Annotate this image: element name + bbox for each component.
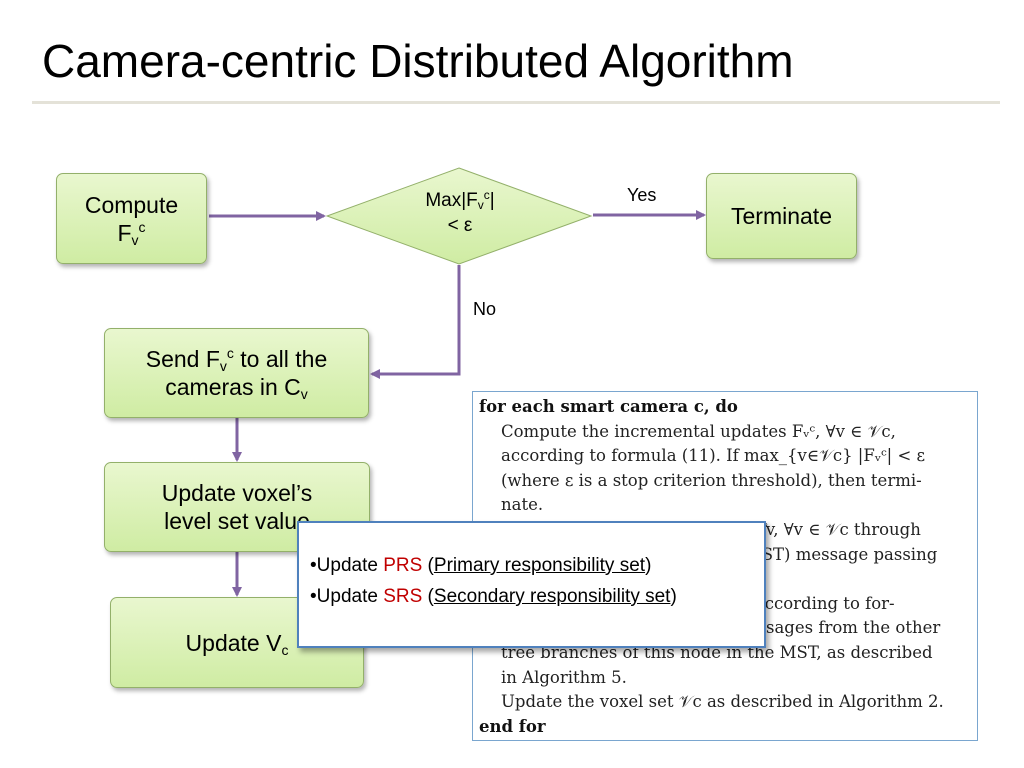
algorithm-line: for each smart camera c, do bbox=[479, 397, 738, 416]
update-vc-sub: c bbox=[281, 641, 289, 658]
arrow-decision-to-send bbox=[370, 265, 461, 379]
algorithm-line: end for bbox=[479, 716, 546, 736]
paren-open: ( bbox=[422, 586, 434, 607]
update-voxel-line2: level set value bbox=[164, 508, 310, 534]
send-pre: Send F bbox=[145, 346, 220, 372]
send-line2: cameras in C bbox=[165, 374, 301, 400]
decision-max: Max|F bbox=[425, 190, 478, 211]
send-sub: v bbox=[219, 358, 227, 374]
decision-label: Max|Fvc| < ε bbox=[400, 188, 520, 238]
compute-label: Compute bbox=[84, 191, 179, 218]
yes-label: Yes bbox=[627, 185, 657, 205]
paren-open: ( bbox=[422, 555, 434, 576]
acronym-srs: SRS bbox=[383, 586, 423, 607]
paren-close: ) bbox=[645, 555, 652, 576]
algorithm-line: in Algorithm 5. bbox=[501, 667, 627, 687]
algorithm-line: according to formula (11). If max_{v∈𝒱c}… bbox=[501, 446, 926, 466]
prs-full-name: Primary responsibility set bbox=[433, 555, 646, 576]
no-label: No bbox=[473, 299, 497, 319]
algorithm-line: nate. bbox=[501, 495, 544, 515]
callout-item-prs: •Update PRS (Primary responsibility set) bbox=[310, 550, 764, 581]
callout-prefix: Update bbox=[316, 555, 384, 576]
algorithm-line: (where ε is a stop criterion threshold),… bbox=[501, 470, 922, 490]
title-divider bbox=[32, 101, 1000, 104]
algorithm-line: Compute the incremental updates Fᵥᶜ, ∀v … bbox=[501, 421, 896, 441]
send-sup: c bbox=[226, 345, 234, 361]
compute-sub: v bbox=[131, 231, 139, 248]
paren-close: ) bbox=[670, 586, 677, 607]
update-voxel-box: Update voxel’s level set value bbox=[104, 462, 370, 552]
compute-sup: c bbox=[138, 218, 146, 235]
bullet: • bbox=[310, 586, 317, 607]
update-voxel-line1: Update voxel’s bbox=[161, 480, 313, 506]
decision-diamond bbox=[325, 167, 593, 265]
decision-sup: c bbox=[483, 188, 490, 202]
decision-bar: | bbox=[489, 190, 495, 211]
algorithm-line: Update the voxel set 𝒱c as described in … bbox=[501, 692, 944, 712]
decision-condition: < ε bbox=[447, 215, 473, 236]
terminate-label: Terminate bbox=[731, 203, 832, 229]
srs-full-name: Secondary responsibility set bbox=[433, 586, 671, 607]
update-vc-label: Update V bbox=[185, 629, 282, 656]
send-box: Send Fvc to all the cameras in Cv bbox=[104, 328, 369, 418]
decision-sub: v bbox=[477, 198, 484, 212]
callout-item-srs: •Update SRS (Secondary responsibility se… bbox=[310, 581, 764, 612]
bullet: • bbox=[310, 555, 317, 576]
terminate-box: Terminate bbox=[706, 173, 857, 259]
send-post: to all the bbox=[233, 346, 328, 372]
send-line2-sub: v bbox=[300, 386, 308, 402]
slide-title: Camera-centric Distributed Algorithm bbox=[42, 35, 794, 87]
compute-box: Compute Fvc bbox=[56, 173, 207, 264]
callout-prefix: Update bbox=[316, 586, 384, 607]
callout-popup: •Update PRS (Primary responsibility set)… bbox=[297, 521, 766, 648]
acronym-prs: PRS bbox=[383, 555, 423, 576]
compute-f: F bbox=[117, 219, 132, 246]
